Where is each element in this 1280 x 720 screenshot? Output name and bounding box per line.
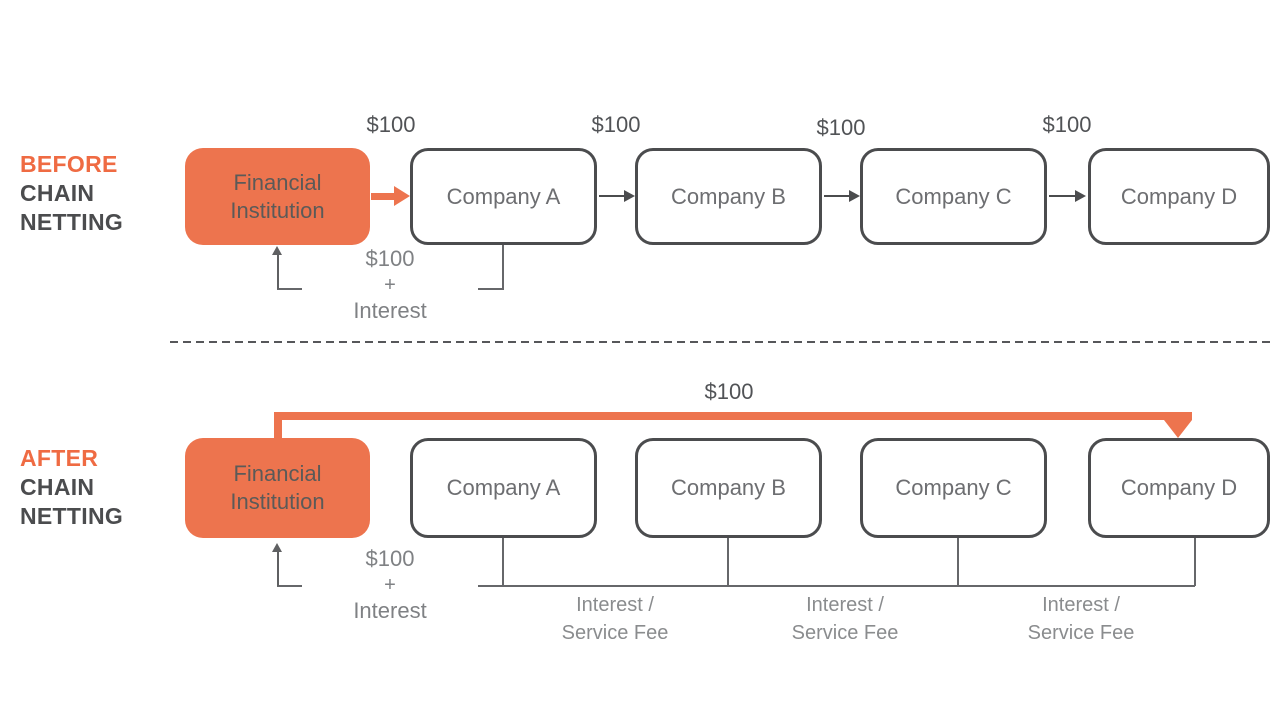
before-c-to-d-arrow-stem xyxy=(1049,195,1076,197)
after-company-d-node: Company D xyxy=(1088,438,1270,538)
after-company-d-drop-line xyxy=(1194,538,1196,586)
after-company-b-drop-line xyxy=(727,538,729,586)
after-company-b-label: Company B xyxy=(671,475,786,500)
after-company-c-node: Company C xyxy=(860,438,1047,538)
fee-label-line2: Service Fee xyxy=(561,622,669,644)
after-return-word: Interest xyxy=(353,598,427,623)
before-amount-fi-a: $100 xyxy=(366,112,416,137)
before-amount-b-c: $100 xyxy=(816,115,866,140)
fee-label-line2: Service Fee xyxy=(791,622,899,644)
before-return-amount: $100 xyxy=(365,246,415,271)
heading-word-netting: NETTING xyxy=(20,209,124,235)
after-net-amount: $100 xyxy=(704,379,754,404)
arrowhead-right-icon xyxy=(1075,190,1086,202)
before-return-line-from-a xyxy=(502,245,504,289)
before-company-a-label: Company A xyxy=(446,183,561,209)
heading-word-netting: NETTING xyxy=(20,503,124,529)
heading-word-chain: CHAIN xyxy=(20,180,95,206)
arrowhead-right-icon xyxy=(394,186,410,206)
before-company-c-label: Company C xyxy=(895,183,1012,209)
section-divider-dashed-line xyxy=(170,341,1272,343)
after-company-a-label: Company A xyxy=(446,475,561,500)
before-company-a-node: Company A xyxy=(410,148,597,245)
before-return-plus: + xyxy=(384,274,396,296)
arrowhead-up-icon xyxy=(272,246,282,255)
before-company-b-node: Company B xyxy=(635,148,822,245)
after-fi-label: Financial Institution xyxy=(230,461,325,514)
fee-label-line2: Service Fee xyxy=(1027,622,1135,644)
before-company-c-node: Company C xyxy=(860,148,1047,245)
after-return-line-to-fi xyxy=(277,551,279,586)
after-net-arrow-horizontal xyxy=(274,412,1192,420)
before-return-label: $100 + Interest xyxy=(302,246,478,324)
before-fi-to-a-arrow-stem xyxy=(371,193,396,200)
arrowhead-up-icon xyxy=(272,543,282,552)
fee-label-line1: Interest / xyxy=(1042,594,1120,616)
arrowhead-right-icon xyxy=(624,190,635,202)
fee-label-line1: Interest / xyxy=(806,594,884,616)
after-company-c-label: Company C xyxy=(895,475,1012,500)
before-company-d-node: Company D xyxy=(1088,148,1270,245)
before-amount-a-b: $100 xyxy=(591,112,641,137)
before-b-to-c-arrow-stem xyxy=(824,195,850,197)
after-fee-rail-horizontal xyxy=(277,585,1195,587)
fee-label-a-b: Interest / Service Fee xyxy=(515,591,715,647)
before-return-line-to-fi xyxy=(277,254,279,289)
fee-label-b-c: Interest / Service Fee xyxy=(745,591,945,647)
arrowhead-down-icon xyxy=(1164,420,1192,438)
before-financial-institution-node: Financial Institution xyxy=(185,148,370,245)
after-company-c-drop-line xyxy=(957,538,959,586)
after-return-amount: $100 xyxy=(365,546,415,571)
after-net-arrow-vertical-leg xyxy=(274,412,282,440)
before-fi-label: Financial Institution xyxy=(230,169,325,223)
after-section-heading: AFTER CHAIN NETTING xyxy=(20,444,123,531)
before-company-b-label: Company B xyxy=(671,183,786,209)
before-return-word: Interest xyxy=(353,298,427,323)
after-company-d-label: Company D xyxy=(1120,475,1238,500)
after-return-label: $100 + Interest xyxy=(302,546,478,624)
heading-word-before: BEFORE xyxy=(20,151,118,177)
arrowhead-right-icon xyxy=(849,190,860,202)
after-return-plus: + xyxy=(384,574,396,596)
before-company-d-label: Company D xyxy=(1120,183,1238,209)
before-a-to-b-arrow-stem xyxy=(599,195,625,197)
heading-word-chain: CHAIN xyxy=(20,474,95,500)
heading-word-after: AFTER xyxy=(20,445,99,471)
after-financial-institution-node: Financial Institution xyxy=(185,438,370,538)
fee-label-line1: Interest / xyxy=(576,594,654,616)
before-amount-c-d: $100 xyxy=(1042,112,1092,137)
fee-label-c-d: Interest / Service Fee xyxy=(981,591,1181,647)
before-section-heading: BEFORE CHAIN NETTING xyxy=(20,150,123,237)
after-company-a-node: Company A xyxy=(410,438,597,538)
after-company-a-drop-line xyxy=(502,538,504,586)
after-company-b-node: Company B xyxy=(635,438,822,538)
